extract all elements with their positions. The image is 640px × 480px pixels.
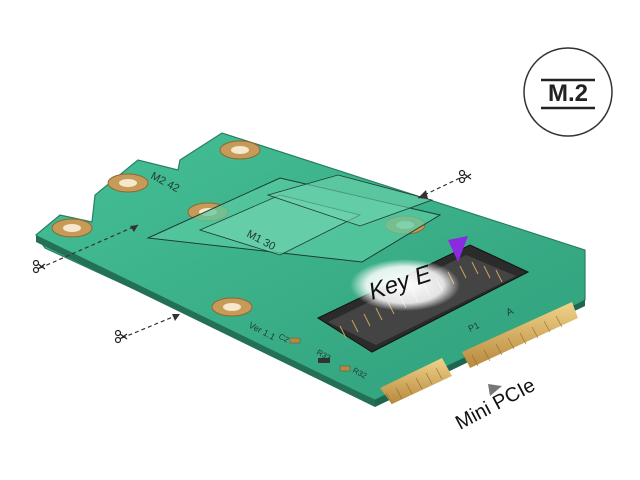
key-label-glow bbox=[350, 259, 460, 311]
m2-badge: M.2 bbox=[523, 47, 613, 137]
scissors-icon bbox=[114, 329, 128, 344]
edge-contacts bbox=[380, 302, 578, 405]
silkscreen-c2: C2 bbox=[277, 332, 291, 345]
scissors-icon bbox=[32, 259, 46, 274]
cut-line-top bbox=[417, 169, 472, 199]
mini-pcie-label: Mini PCIe bbox=[452, 374, 539, 434]
silkscreen-a: A bbox=[505, 306, 516, 319]
mini-pcie-callout: Mini PCIe bbox=[452, 374, 539, 434]
triangle-marker-icon bbox=[448, 236, 468, 262]
cut-line-bottom bbox=[114, 313, 181, 344]
silkscreen-p1: P1 bbox=[467, 320, 481, 334]
m2-badge-label: M.2 bbox=[548, 80, 588, 107]
m2-module-outline bbox=[146, 174, 442, 263]
arrow-icon bbox=[488, 384, 502, 396]
scissors-icon bbox=[458, 169, 472, 184]
cut-line-left bbox=[32, 224, 139, 274]
smd-components bbox=[289, 337, 351, 372]
